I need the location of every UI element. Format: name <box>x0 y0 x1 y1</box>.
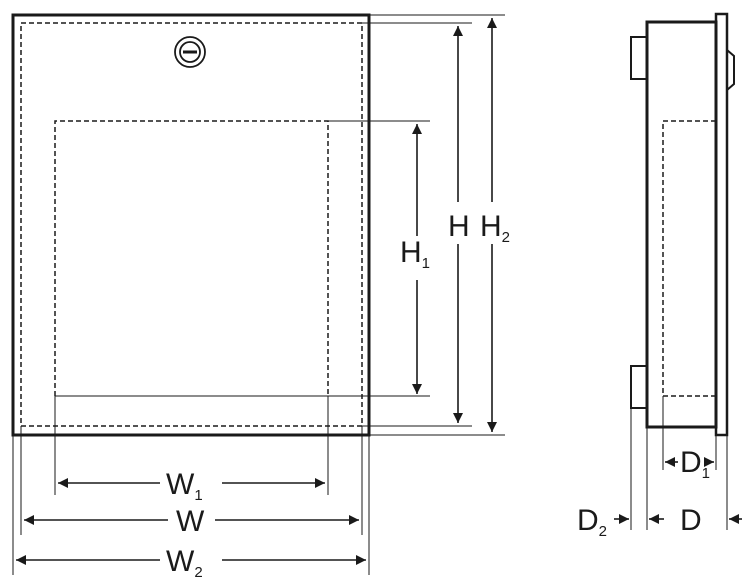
front-outer-frame <box>11 13 371 437</box>
front-door-outline <box>20 22 363 427</box>
side-view <box>630 12 735 437</box>
mounting-bracket-top <box>630 36 648 80</box>
mounting-plate-outline <box>54 120 329 396</box>
side-mounting-plate-outline <box>662 120 716 397</box>
side-door <box>714 12 729 437</box>
label-h1: H1 <box>400 236 430 272</box>
front-extension-lines <box>12 14 505 575</box>
side-extension-lines <box>630 396 728 530</box>
label-w: W <box>176 505 205 538</box>
side-dimension-arrows <box>614 457 742 524</box>
label-w1: W1 <box>166 468 203 504</box>
front-dimension-arrows <box>16 18 497 565</box>
label-d1: D1 <box>680 446 710 482</box>
label-h: H <box>448 210 470 243</box>
mounting-bracket-bottom <box>630 365 648 409</box>
side-body <box>645 20 718 429</box>
label-h2: H2 <box>480 210 510 246</box>
label-w2: W2 <box>166 545 203 581</box>
front-view <box>11 13 430 437</box>
lock-icon <box>174 36 206 68</box>
label-d: D <box>680 504 702 537</box>
side-handle <box>726 49 735 91</box>
label-d2: D2 <box>577 504 607 540</box>
